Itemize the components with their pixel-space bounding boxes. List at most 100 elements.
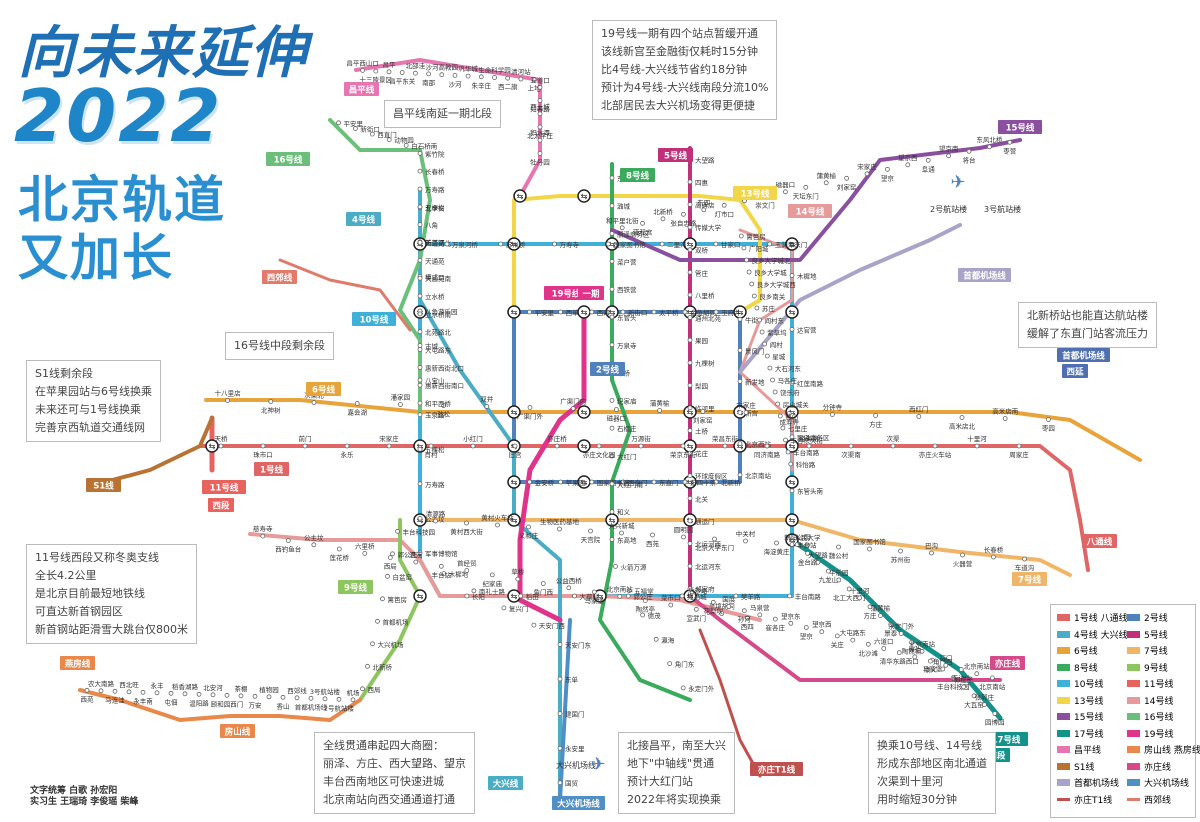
station-dot xyxy=(589,479,595,485)
station-label: 菜市口 xyxy=(661,593,681,602)
station-label: 亦庄文化园 xyxy=(583,450,616,459)
legend-swatch xyxy=(1127,797,1140,801)
station-label: 潞城 xyxy=(617,202,631,211)
station-dot xyxy=(885,166,890,172)
note-line16: 16号线中段剩余段 xyxy=(225,332,334,360)
station-label: 公主坟 xyxy=(304,533,324,542)
legend-item: 亦庄T1线 xyxy=(1057,793,1112,806)
station-dot xyxy=(898,548,903,554)
station-dot xyxy=(554,443,560,449)
station-label: 丰台站 xyxy=(432,570,452,579)
station-label: 清源路 xyxy=(426,509,446,518)
station-dot xyxy=(794,542,800,547)
station-label: 蒲黄榆 xyxy=(871,604,891,613)
interchange-icon: ⇆ xyxy=(789,442,796,451)
station-dot xyxy=(916,414,922,419)
station-dot xyxy=(642,598,648,603)
station-label: 玉泉路 xyxy=(425,411,445,420)
legend-swatch xyxy=(1057,746,1070,753)
station-dot xyxy=(737,410,743,416)
station-dot xyxy=(757,317,762,323)
legend-label: 19号线 xyxy=(1144,729,1174,740)
station-label: 屯佃 xyxy=(165,697,178,706)
station-label: 宣武门 xyxy=(687,613,707,622)
station-dot xyxy=(789,542,795,547)
station-dot xyxy=(992,711,998,716)
station-label: 园博园 xyxy=(985,718,1005,727)
line-tag-bg xyxy=(544,286,588,300)
station-dot xyxy=(737,347,743,353)
station-dot xyxy=(751,293,757,299)
interchange-node xyxy=(507,475,521,489)
station-dot xyxy=(609,286,615,292)
station-dot xyxy=(452,73,458,78)
station-label: 复兴门 xyxy=(509,604,529,613)
station-label: 知春路 xyxy=(530,105,550,114)
station-dot xyxy=(640,612,645,618)
station-label: 崇文门 xyxy=(755,200,775,209)
line-tag-bg xyxy=(1082,534,1117,548)
station-label: 望京西 xyxy=(898,153,918,162)
station-dot xyxy=(266,694,272,700)
station-dot xyxy=(857,595,862,601)
line-tag-bg xyxy=(998,120,1042,134)
legend-item: 大兴机场线 xyxy=(1127,776,1189,789)
station-label: 石门 xyxy=(939,653,952,662)
station-dot xyxy=(260,443,266,449)
legend-label: 房山线 燕房线 xyxy=(1144,746,1200,756)
line-tag-bg xyxy=(990,656,1025,670)
station-label: 阜通 xyxy=(922,164,936,173)
station-dot xyxy=(850,637,856,643)
station-label: 潘家园 xyxy=(391,393,411,402)
station-label: 王府井 xyxy=(721,308,741,317)
station-dot xyxy=(737,472,743,478)
station-dot xyxy=(687,473,693,479)
station-dot xyxy=(638,443,644,449)
station-label: 次渠南 xyxy=(841,450,861,459)
station-dot xyxy=(700,409,706,414)
station-dot xyxy=(412,70,418,76)
station-label: 首经贸 xyxy=(457,559,477,568)
station-label: 郭公庄 xyxy=(633,592,653,601)
legend-item: 西郊线 xyxy=(1127,793,1171,806)
station-label: 紫竹院 xyxy=(425,149,445,158)
note-line14: 全线贯通串起四大商圈： 丽泽、方庄、西大望路、望京 丰台西南地区可快速进城 北京… xyxy=(314,732,475,814)
legend-item: 首都机场线 xyxy=(1057,776,1119,789)
interchange-icon: ⇆ xyxy=(511,592,518,601)
station-dot xyxy=(501,605,507,611)
title-line3: 北京轨道 xyxy=(18,171,226,229)
station-dot xyxy=(767,241,773,247)
legend-label: 5号线 xyxy=(1144,630,1168,641)
station-label: 角门东 xyxy=(675,660,695,669)
legend-label: 6号线 xyxy=(1074,647,1098,657)
station-label: 白盆窑 xyxy=(393,572,413,581)
station-label: 天安门东 xyxy=(565,641,592,650)
station-label: 北工大西门 xyxy=(833,593,866,602)
map-label-daxing_airport: 大兴机场线 xyxy=(556,760,596,770)
station-dot xyxy=(417,550,423,556)
station-label: 双桥 xyxy=(695,246,709,255)
line-tag: 9号线 xyxy=(344,583,367,594)
station-label: 天安门西 xyxy=(539,621,566,630)
line-tag-bg xyxy=(733,186,777,200)
station-dot xyxy=(789,273,795,278)
station-label: 颐和园西门 xyxy=(211,699,244,708)
interchange-icon: ⇆ xyxy=(789,240,796,249)
interchange-icon: ⇆ xyxy=(517,192,524,201)
station-dot xyxy=(417,204,423,210)
station-label: 大兴新城 xyxy=(609,521,636,530)
station-dot xyxy=(943,662,949,668)
station-label: 宋家庄 xyxy=(736,401,756,410)
station-label: 丰台南路 xyxy=(795,592,822,601)
line-tag-bg xyxy=(254,462,289,476)
station-label: 东管头 xyxy=(617,313,637,322)
station-dot xyxy=(741,608,747,614)
line-19号线 xyxy=(517,309,587,623)
interchange-icon: ⇆ xyxy=(581,408,588,417)
line-17号线 xyxy=(789,537,1003,721)
station-label: 牡丹园 xyxy=(530,157,550,166)
station-dot xyxy=(823,180,829,186)
station-label: 土桥 xyxy=(695,427,709,436)
station-dot xyxy=(1007,139,1013,145)
